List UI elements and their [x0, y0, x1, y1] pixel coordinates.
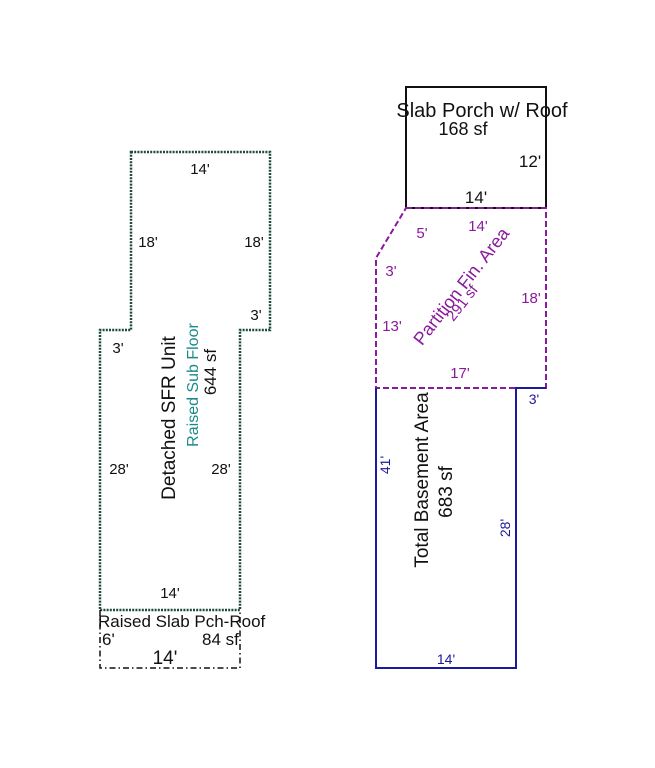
raised-slab-porch-outline — [99, 610, 241, 669]
basement-dim-bottom: 14' — [437, 651, 455, 667]
partition-dim-left-step: 3' — [385, 263, 396, 280]
unit-dim-step-left: 3' — [112, 340, 123, 357]
basement-title: Total Basement Area — [412, 392, 433, 568]
raised-slab-porch-area: 84 sf — [202, 630, 239, 649]
partition-dim-top-left: 5' — [416, 225, 427, 242]
raised-slab-porch-label: Raised Slab Pch-Roof — [98, 612, 266, 631]
unit-dim-right-lower: 28' — [211, 461, 231, 478]
unit-dim-right-upper: 18' — [244, 234, 264, 251]
partition-dim-left: 13' — [382, 318, 402, 335]
unit-area: 644 sf — [201, 349, 220, 396]
partition-dim-top: 14' — [468, 218, 488, 235]
unit-dim-bottom: 14' — [160, 585, 180, 602]
partition-dim-right: 18' — [521, 290, 541, 307]
slab-porch-depth: 12' — [519, 152, 541, 171]
basement-dim-step: 3' — [529, 391, 539, 407]
slab-porch-area: 168 sf — [438, 119, 488, 139]
slab-porch-outline — [405, 86, 547, 209]
raised-slab-porch-depth: 6' — [102, 630, 115, 649]
basement-dim-left: 41' — [377, 456, 393, 474]
basement-area: 683 sf — [436, 465, 457, 517]
unit-title: Detached SFR Unit — [159, 335, 180, 499]
slab-porch-width: 14' — [465, 188, 487, 207]
basement-dim-right: 28' — [497, 519, 513, 537]
unit-subtitle: Raised Sub Floor — [185, 323, 202, 447]
unit-dim-left-lower: 28' — [109, 461, 129, 478]
slab-porch-label: Slab Porch w/ Roof — [396, 100, 568, 122]
unit-dim-left-upper: 18' — [138, 234, 158, 251]
unit-dim-step-right: 3' — [250, 307, 261, 324]
partition-dim-bottom: 17' — [450, 365, 470, 382]
unit-dim-top: 14' — [190, 161, 210, 178]
raised-slab-porch-width: 14' — [153, 648, 178, 669]
partition-outline — [375, 207, 547, 389]
basement-outline — [375, 387, 546, 669]
